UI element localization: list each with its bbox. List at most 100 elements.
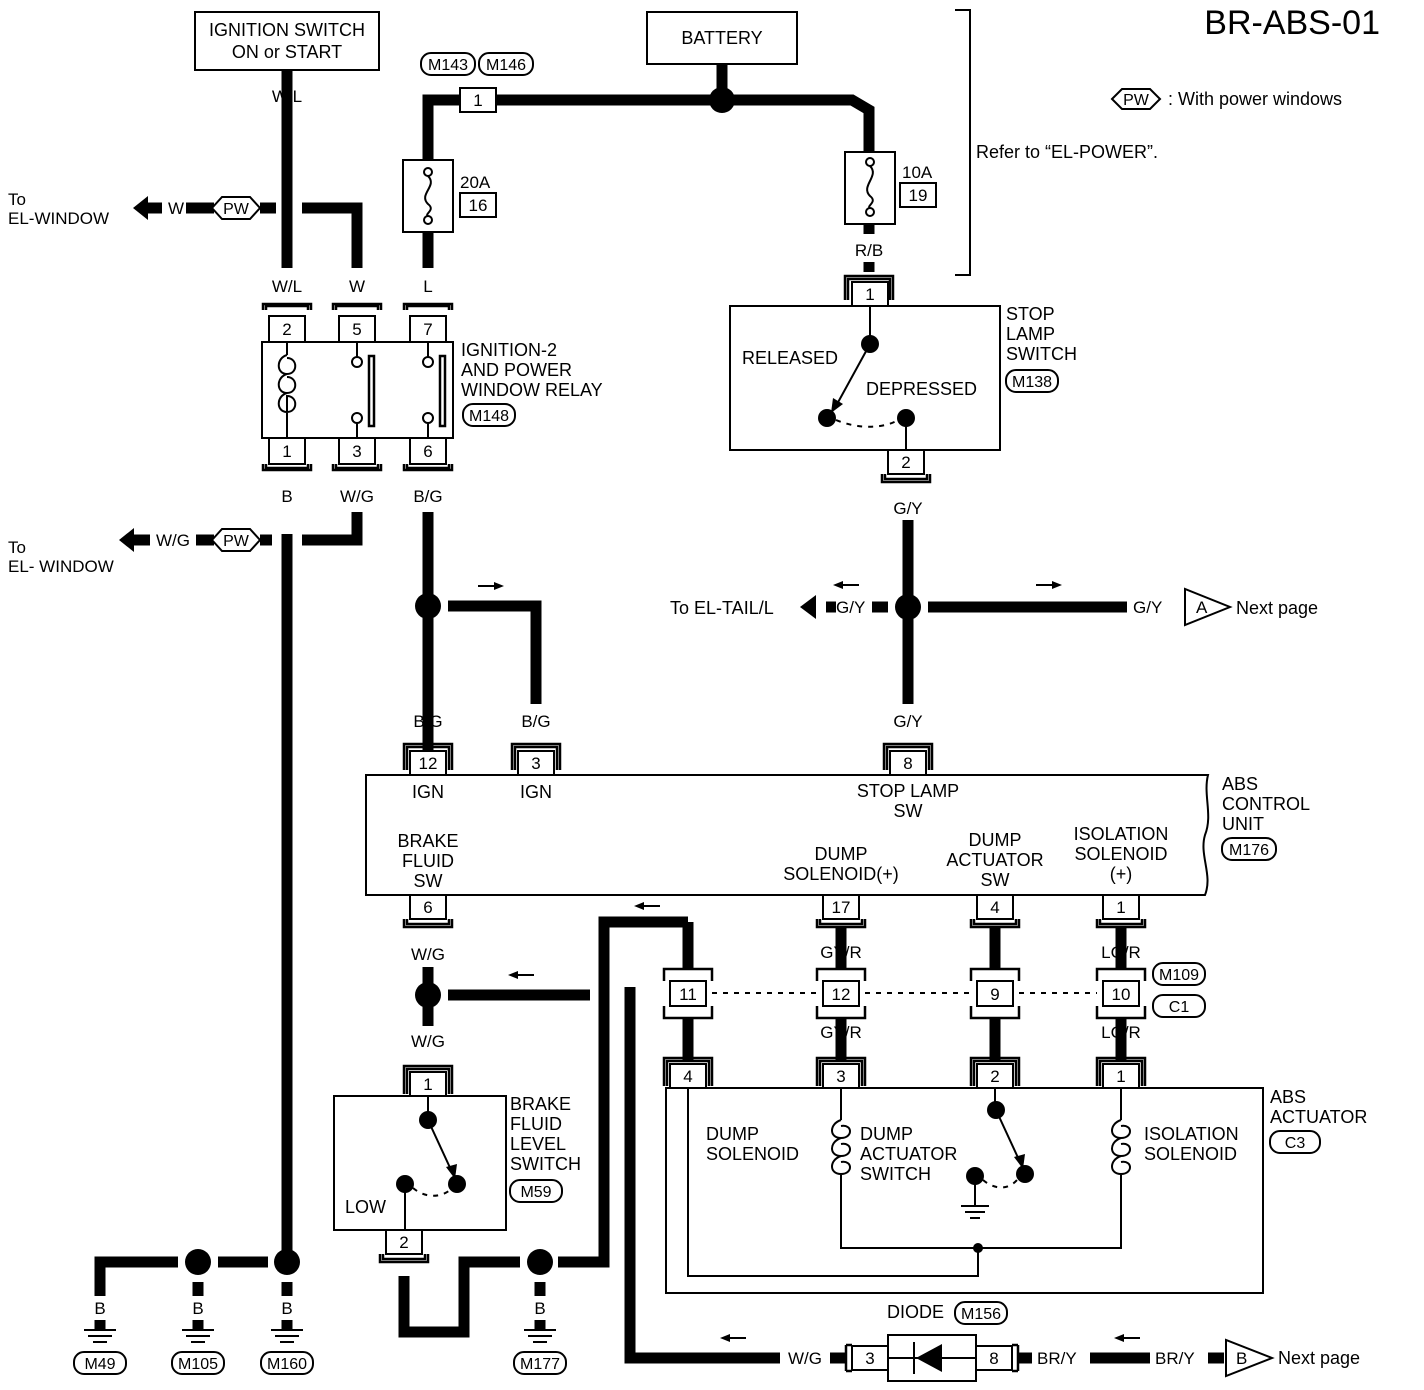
- battery-label: BATTERY: [681, 28, 762, 48]
- abs-iso-sol-1: ISOLATION: [1074, 824, 1169, 844]
- ground-m160-label: M160: [267, 1356, 307, 1373]
- battery-junction: [709, 87, 735, 113]
- diode-pin-8: [975, 1345, 1013, 1371]
- brake-fluid-level-switch: 1 LOW 2 BRAKE FLUID LEVEL SWITCH M59: [333, 1064, 581, 1264]
- relay-label-3: WINDOW RELAY: [461, 380, 603, 400]
- relay-contact-1: [367, 354, 376, 428]
- abs-pin-4-label: 4: [990, 898, 999, 917]
- connector-c1-label: C1: [1169, 999, 1190, 1016]
- abs-ign-3: IGN: [520, 782, 552, 802]
- wire-label-gy-top: G/Y: [893, 499, 922, 518]
- wire-label-gy-tail: G/Y: [836, 598, 865, 617]
- ground-icon: [271, 1329, 303, 1343]
- bfl-label-3: LEVEL: [510, 1134, 566, 1154]
- wire-bfl-ground: [398, 1256, 520, 1338]
- relay-pin-3-label: 3: [352, 442, 361, 461]
- next-page-a-label: Next page: [1236, 598, 1318, 618]
- abs-unit-body: [365, 774, 1210, 896]
- wire-label-gy-8: G/Y: [893, 712, 922, 731]
- relay-pin-2-label: 2: [282, 320, 291, 339]
- wire-battery-bus: [496, 94, 875, 160]
- wire-label-b-m177: B: [534, 1299, 545, 1318]
- ground-icon: [524, 1329, 556, 1343]
- diode-pin-3-label: 3: [865, 1349, 874, 1368]
- wire-label-bry-2: BR/Y: [1155, 1349, 1195, 1368]
- actuator-label-2: ACTUATOR: [1270, 1107, 1367, 1127]
- abs-pin-3: [517, 750, 555, 776]
- ground-m105-label: M105: [178, 1356, 218, 1373]
- bfl-connector: M59: [520, 1184, 551, 1201]
- abs-dump-act-3: SW: [981, 870, 1010, 890]
- ground-m49: M49: [73, 1320, 127, 1375]
- c1-pin-12-label: 12: [832, 985, 851, 1004]
- bg-junction: [415, 593, 441, 619]
- abs-pin-4: [976, 894, 1014, 920]
- ground-junction-1: [185, 1249, 211, 1275]
- bfl-switch-low: LOW: [345, 1197, 386, 1217]
- power-bracket: [955, 9, 971, 276]
- c1-pin-9-label: 9: [990, 985, 999, 1004]
- wire-label-b-m160: B: [281, 1299, 292, 1318]
- diode-symbol-icon: [916, 1344, 942, 1372]
- actuator-pin-3-label: 3: [836, 1067, 845, 1086]
- wire-label-w: W: [349, 277, 365, 296]
- actuator-dump-sol-1: DUMP: [706, 1124, 759, 1144]
- ignition-switch-box: IGNITION SWITCH ON or START: [194, 11, 380, 71]
- abs-dump-sol-2: SOLENOID(+): [783, 864, 899, 884]
- wire-relay-w: [302, 202, 363, 268]
- diode: DIODE M156 3 8: [844, 1301, 1020, 1382]
- connector-m146-label: M146: [486, 57, 526, 74]
- arrow-left-icon: [133, 196, 148, 220]
- relay-contact-2: [438, 354, 447, 428]
- bfl-switch-lever: [427, 1119, 453, 1173]
- stop-switch-pin-1-label: 1: [865, 285, 874, 304]
- actuator-iso-1: ISOLATION: [1144, 1124, 1239, 1144]
- wire-label-y-bottom: Y: [989, 1023, 1000, 1042]
- actuator-das-1: DUMP: [860, 1124, 913, 1144]
- stop-switch-pin-2-label: 2: [901, 453, 910, 472]
- relay-pin-6: [409, 437, 447, 465]
- isolation-solenoid-coil: [1111, 1119, 1131, 1196]
- diode-label: DIODE: [887, 1302, 944, 1322]
- abs-brake-fluid-2: FLUID: [402, 851, 454, 871]
- relay-coil: [277, 354, 297, 425]
- wire-label-lgr-bottom: LG/R: [1101, 1023, 1141, 1042]
- abs-unit-label-2: CONTROL: [1222, 794, 1310, 814]
- wire-bg-branch: [448, 600, 542, 704]
- c1-pin-11-label: 11: [679, 985, 697, 1004]
- gy-junction: [895, 594, 921, 620]
- abs-unit-label-1: ABS: [1222, 774, 1258, 794]
- actuator-das-3: SWITCH: [860, 1164, 931, 1184]
- ground-symbol-icon: [961, 1176, 989, 1219]
- abs-actuator: 4 3 2 1 DUMP SOLENOID DUMP ACTUATOR SWIT…: [662, 1056, 1367, 1294]
- connector-m109-label: M109: [1159, 967, 1199, 984]
- abs-pin-8: [889, 750, 927, 776]
- ignition-2-relay: 2 5 7 1 3 6 IGNITION-2 AND POWER WINDOW …: [261, 302, 603, 472]
- wire-label-b-m49: B: [94, 1299, 105, 1318]
- abs-unit-connector: M176: [1229, 842, 1269, 859]
- dump-actuator-lever: [995, 1109, 1021, 1163]
- ground-m177: M177: [513, 1320, 567, 1375]
- actuator-pin-4: [669, 1063, 707, 1089]
- ground-m177-label: M177: [520, 1356, 560, 1373]
- next-page-a-flag: [1184, 587, 1233, 627]
- wire-ground-drops: [192, 1282, 293, 1296]
- abs-control-unit: 12 3 8 IGN IGN STOP LAMP SW BRAKE FLUID …: [365, 742, 1310, 929]
- bfl-pin-2: [385, 1229, 423, 1255]
- stop-lamp-switch: 1 RELEASED DEPRESSED 2 STOP LAMP SWITCH …: [729, 274, 1077, 484]
- actuator-pin-3: [822, 1063, 860, 1089]
- c1-pin-10-label: 10: [1112, 985, 1131, 1004]
- actuator-pin-4-label: 4: [683, 1067, 692, 1086]
- to-window-2-line2: EL- WINDOW: [8, 557, 114, 576]
- relay-label-1: IGNITION-2: [461, 340, 557, 360]
- c1-pin-10: [1102, 980, 1140, 1007]
- relay-pin-1: [268, 437, 306, 465]
- wire-fuse20a-top: [422, 94, 460, 170]
- actuator-dump-sol-2: SOLENOID: [706, 1144, 799, 1164]
- bfl-pin-1: [409, 1071, 447, 1097]
- next-page-b-label: Next page: [1278, 1348, 1360, 1368]
- wire-label-wg-bfl: W/G: [411, 1032, 445, 1051]
- relay-pin-6-label: 6: [423, 442, 432, 461]
- actuator-das-2: ACTUATOR: [860, 1144, 957, 1164]
- c1-pin-12: [822, 980, 860, 1007]
